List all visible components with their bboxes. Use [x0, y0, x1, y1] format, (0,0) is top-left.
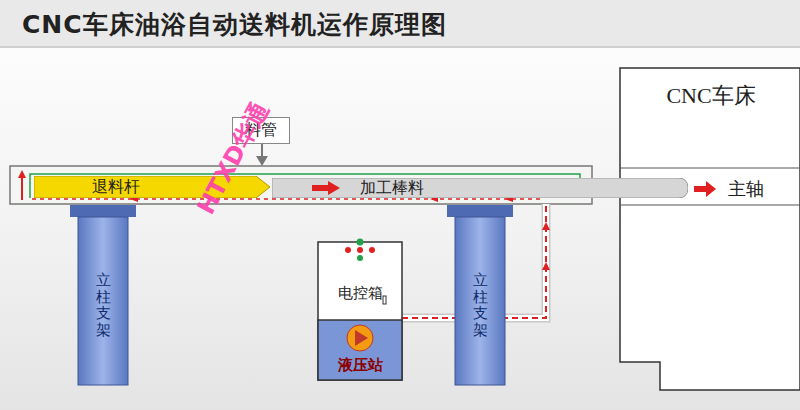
node-text: CNC车床	[666, 81, 755, 111]
bar-stock: 加工棒料	[272, 178, 688, 198]
node-text: 立柱支架	[96, 272, 111, 338]
bar-stock-shape	[272, 178, 688, 198]
spindle-label: 主轴	[728, 177, 764, 201]
diagram-title: CNC车床油浴自动送料机运作原理图	[22, 8, 447, 41]
control-box: 电控箱	[320, 268, 400, 318]
lathe-housing: CNC车床	[628, 74, 794, 118]
node-text: 电控箱	[338, 284, 383, 303]
node-text: 立柱支架	[473, 272, 488, 338]
node-text: 加工棒料	[360, 178, 424, 199]
support-column: 立柱支架	[455, 230, 505, 380]
node-text: 退料杆	[92, 177, 140, 198]
node-text: 液压站	[338, 356, 383, 375]
hydraulic-station: 液压站	[320, 352, 400, 378]
support-column: 立柱支架	[78, 230, 128, 380]
